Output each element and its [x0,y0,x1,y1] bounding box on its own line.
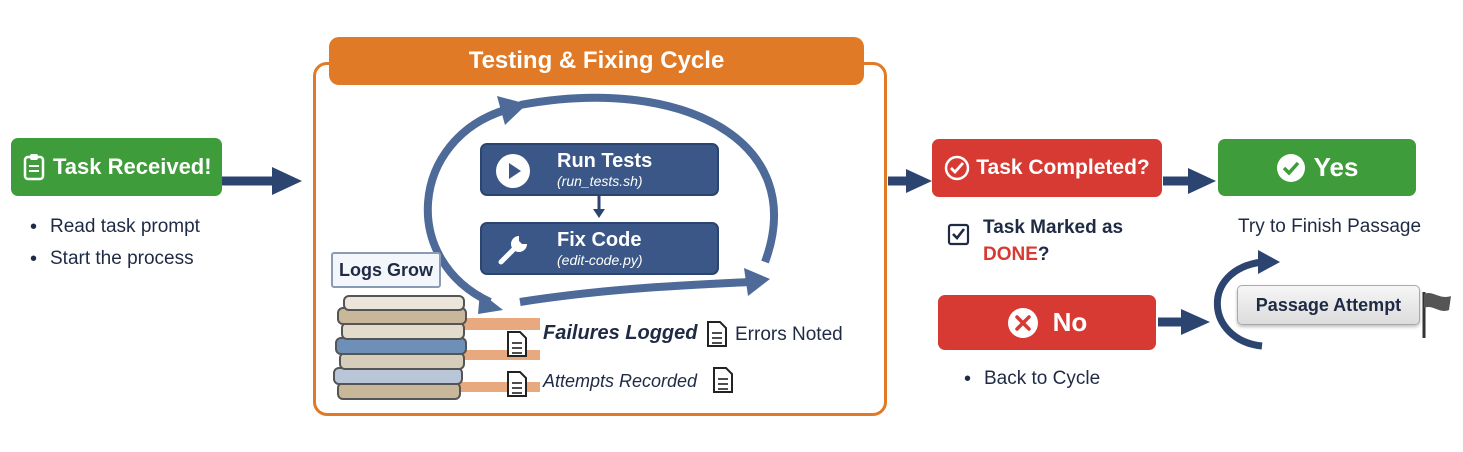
done-word: DONE [983,244,1038,265]
done-question-mark: ? [1037,244,1050,265]
task-completed-label: Task Completed? [976,156,1150,179]
task-completed-box: Task Completed? [932,139,1162,197]
cycle-loop-left-arc [423,106,507,306]
yes-label: Yes [1313,152,1359,182]
cycle-loop-left-tail-head [478,292,503,314]
cycle-title: Testing & Fixing Cycle [468,47,725,74]
run-tests-sub: (run_tests.sh) [557,172,643,189]
no-bullet: Back to Cycle [962,363,1100,395]
cycle-loop-left-arc-head [497,96,527,125]
fix-code-title: Fix Code [557,228,642,251]
play-icon [496,154,530,188]
run-tests-title: Run Tests [557,149,653,172]
failures-logged-label: Failures Logged [543,322,698,344]
start-bullet-2: Start the process [28,243,200,275]
arrow-cycle-to-decision-head [906,169,932,193]
checkbox-icon [947,223,970,246]
fix-code-sub: (edit-code.py) [557,251,643,268]
passage-curve-arrow-head [1258,250,1280,274]
task-marked-text: Task Marked as [983,217,1124,238]
cycle-loop-right-arc [519,93,778,264]
paper-stack [333,295,467,400]
passage-attempt-box: Passage Attempt [1237,285,1420,325]
logs-grow-tag: Logs Grow [331,252,441,288]
attempts-recorded-label: Attempts Recorded [543,371,698,391]
start-bullet-1: Read task prompt [28,211,200,243]
document-icon [707,321,727,347]
arrow-no-to-passage-head [1181,309,1210,335]
arrow-start-to-cycle-head [272,167,302,195]
yes-box: Yes [1218,139,1416,196]
cycle-title-banner: Testing & Fixing Cycle [329,37,864,85]
check-circle-icon [945,155,970,181]
arrow-decision-to-yes-head [1188,168,1216,194]
document-icon [507,331,527,357]
run-tests-box: Run Tests (run_tests.sh) [480,143,719,196]
check-circle-icon [1276,153,1305,182]
passage-curve-arrow [1213,258,1263,350]
task-marked-done: DONE? [983,244,1050,266]
task-received-box: Task Received! [11,138,222,196]
close-circle-icon [1007,307,1038,338]
task-received-title: Task Received! [53,154,212,179]
wrench-icon [498,236,527,265]
flag-icon [1422,292,1451,338]
no-box: No [938,295,1156,350]
yes-note: Try to Finish Passage [1238,216,1422,237]
no-label: No [1052,307,1088,337]
passage-attempt-label: Passage Attempt [1255,294,1402,315]
document-icon [713,367,733,393]
cycle-loop-bottom-arc-head [744,268,770,296]
clipboard-icon [23,154,45,181]
errors-noted-label: Errors Noted [735,324,843,345]
cycle-loop-bottom-arc [519,278,751,306]
no-bullets: Back to Cycle [962,363,1100,395]
start-bullets: Read task prompt Start the process [28,211,200,275]
run-to-fix-connector-head [593,209,605,218]
document-icon [507,371,527,397]
fix-code-box: Fix Code (edit-code.py) [480,222,719,275]
logs-grow-label: Logs Grow [339,259,433,280]
